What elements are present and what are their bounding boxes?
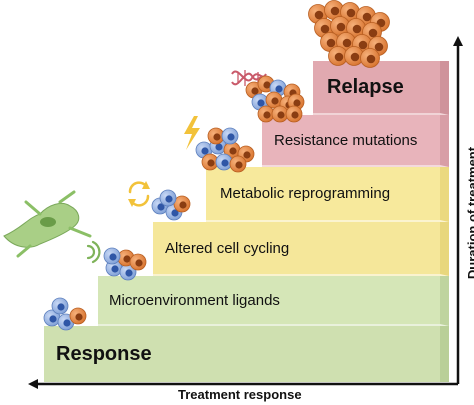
immune-cell-icon bbox=[215, 153, 233, 171]
step-metabolic: Metabolic reprogramming bbox=[206, 167, 449, 222]
immune-cell-icon bbox=[43, 309, 61, 327]
y-axis-label: Duration of treatment bbox=[465, 146, 474, 280]
immune-cell-icon bbox=[51, 297, 69, 315]
tumor-cell-icon bbox=[257, 105, 275, 123]
tumor-cell-icon bbox=[265, 91, 283, 109]
tumor-cell-icon bbox=[285, 105, 303, 123]
step-cell-cycling: Altered cell cycling bbox=[153, 222, 449, 276]
lightning-icon bbox=[184, 116, 200, 150]
step-microenvironment-label: Microenvironment ligands bbox=[109, 291, 280, 309]
tumor-cell-icon bbox=[360, 48, 380, 68]
step-metabolic-label: Metabolic reprogramming bbox=[220, 185, 391, 202]
fibroblast-icon bbox=[3, 190, 92, 258]
tumor-cell-icon bbox=[173, 195, 191, 213]
step-cell-cycling-label: Altered cell cycling bbox=[165, 239, 290, 257]
step-resistance: Resistance mutations bbox=[262, 115, 449, 167]
step-relapse-label: Relapse bbox=[327, 75, 404, 98]
tumor-cell-icon bbox=[129, 253, 147, 271]
step-resistance-label: Resistance mutations bbox=[274, 131, 418, 149]
tumor-cell-icon bbox=[271, 105, 289, 123]
immune-cell-icon bbox=[221, 127, 239, 145]
tumor-cell-icon bbox=[229, 155, 247, 173]
signal-waves-icon bbox=[86, 240, 101, 264]
step-relapse: Relapse bbox=[313, 61, 449, 115]
cycle-arrows-icon bbox=[128, 181, 150, 207]
cell-clusters bbox=[43, 0, 390, 331]
axes bbox=[28, 36, 463, 389]
step-response: Response bbox=[44, 326, 449, 382]
tumor-cell-icon bbox=[344, 46, 364, 66]
immune-cell-icon bbox=[103, 247, 121, 265]
immune-cell-icon bbox=[119, 263, 137, 281]
tumor-cell-icon bbox=[340, 2, 360, 22]
step-microenvironment: Microenvironment ligands bbox=[98, 276, 449, 326]
step-response-label: Response bbox=[56, 342, 152, 365]
tumor-cell-icon bbox=[328, 46, 348, 66]
immune-cell-icon bbox=[159, 189, 177, 207]
tumor-cell-icon bbox=[69, 307, 87, 325]
x-axis-label: Treatment response bbox=[178, 387, 302, 402]
